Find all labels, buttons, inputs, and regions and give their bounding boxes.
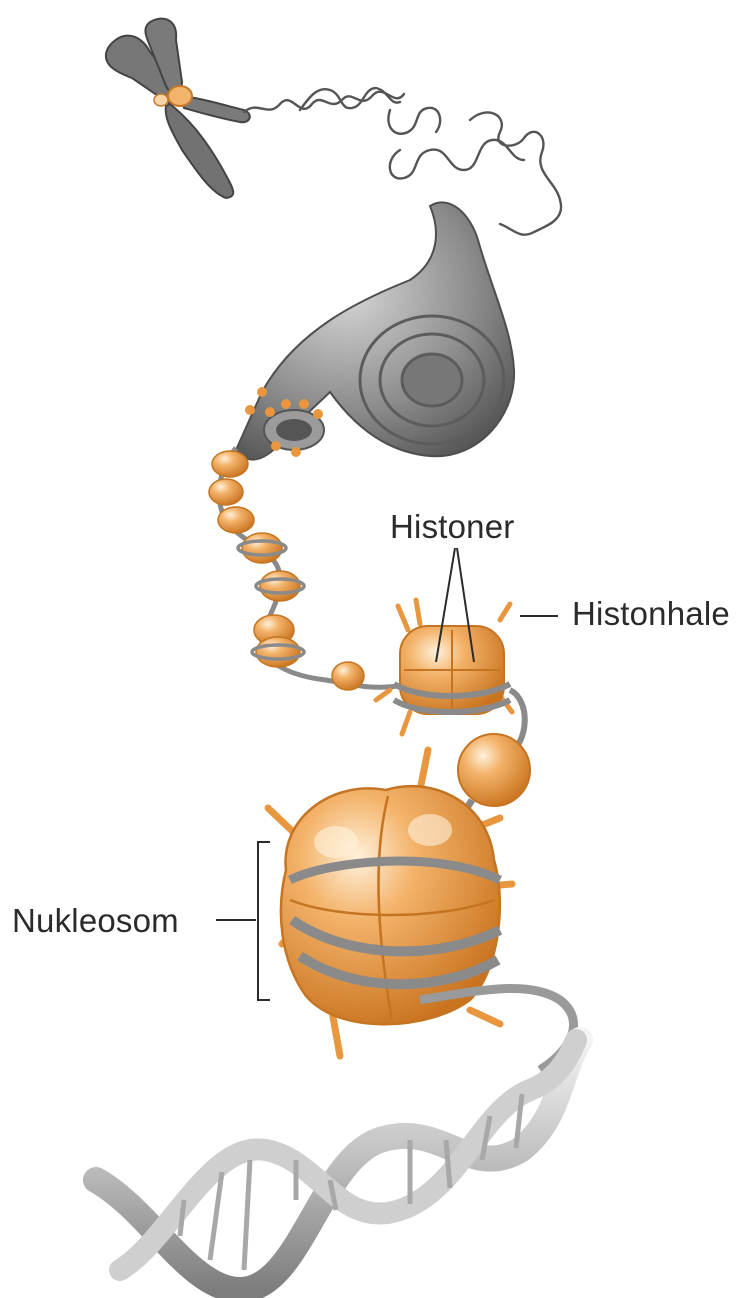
chromatin-fiber-coil [236, 202, 514, 459]
nukleosom-bracket [258, 842, 270, 1000]
dna-linker [420, 988, 574, 1070]
label-histoner: Histoner [390, 510, 514, 543]
nucleosome-string [209, 448, 398, 690]
nucleosome-medium [376, 600, 525, 756]
chromatin-loops [244, 88, 561, 235]
chromosome-icon [106, 19, 250, 198]
label-nukleosom: Nukleosom [12, 904, 179, 937]
label-histonhale: Histonhale [572, 597, 730, 630]
dna-double-helix-icon [96, 1040, 580, 1290]
linker-histone [458, 734, 530, 806]
